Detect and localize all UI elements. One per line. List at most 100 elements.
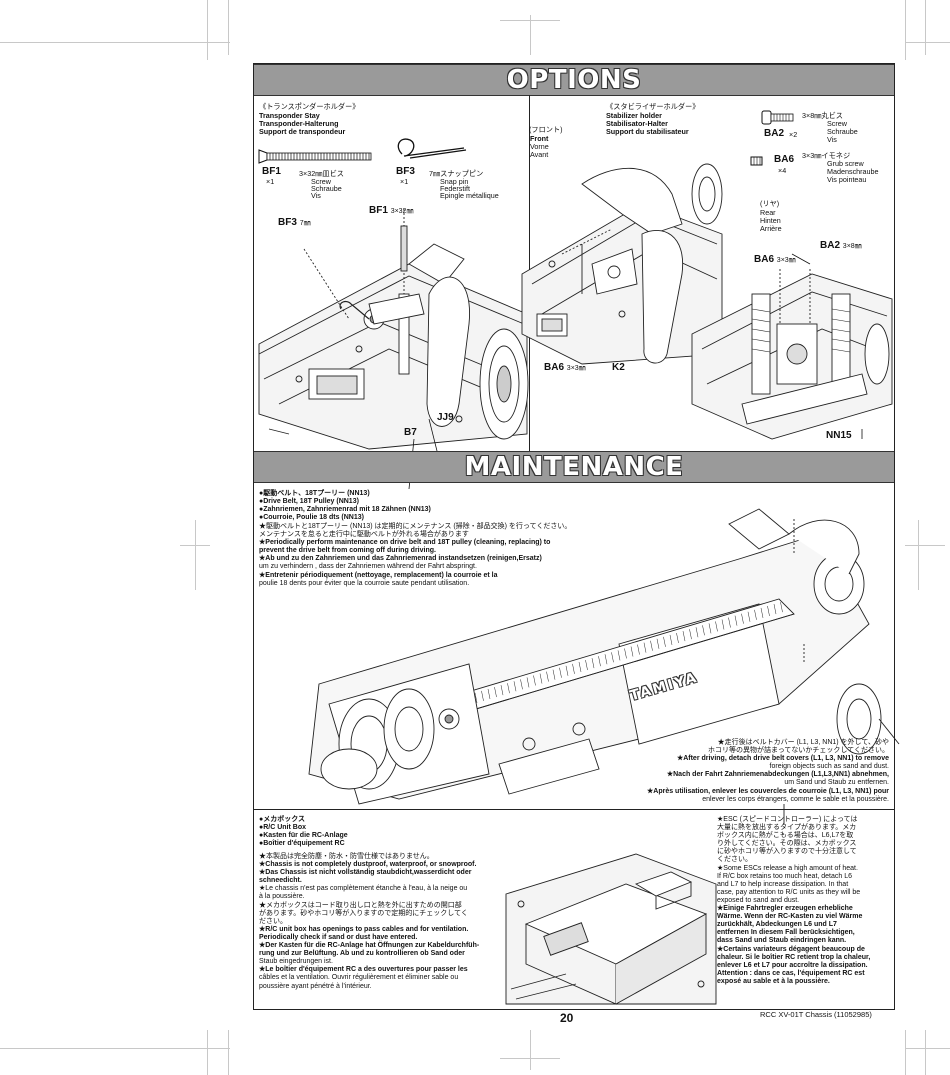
rcbox-heading: ●メカボックス ●R/C Unit Box ●Kasten für die RC… — [259, 816, 348, 848]
esc-line: enlever L6 et L7 pour accroître la dissi… — [717, 961, 868, 969]
belt-heading-jp: ●駆動ベルト、18Tプーリー (NN13) — [259, 490, 370, 497]
ba2-size: 3×8㎜丸ビス — [802, 111, 843, 120]
crop-mark — [207, 0, 208, 60]
ba2-code: BA2 — [764, 128, 785, 139]
front-label-en: Front — [530, 134, 549, 143]
esc-line: り外してください。その際は、メカボックス — [717, 840, 857, 848]
rcbox-line: ★Das Chassis ist nicht vollständig staub… — [259, 869, 472, 877]
crop-mark — [905, 1048, 950, 1049]
rcbox-line: ★メカボックスはコード取り出し口と熱を外に出すための開口部 — [259, 901, 462, 909]
belt-line: um zu verhindern , dass der Zahnriemen w… — [259, 563, 477, 571]
bf1-qty: ×1 — [266, 177, 275, 186]
esc-line: ください。 — [717, 856, 752, 864]
ba6-en: Grub screw — [827, 159, 864, 168]
bf1-en: Screw — [311, 177, 331, 186]
front-stabilizer-illustration — [521, 163, 723, 365]
rcbox-heading-de: ●Kasten für die RC-Anlage — [259, 832, 348, 840]
rear-label-de: Hinten — [760, 216, 781, 225]
belt-heading-fr: ●Courroie, Poulie 18 dts (NN13) — [259, 514, 364, 522]
rcbox-instructions: ★本製品は完全防塵・防水・防雪仕様ではありません。 ★Chassis is no… — [259, 853, 479, 991]
belt-line: ★Ab und zu den Zahnriemen und das Zahnri… — [259, 555, 542, 563]
belt-line: メンテナンスを怠ると走行中に駆動ベルトが外れる場合があります — [259, 531, 469, 539]
crop-mark — [228, 0, 229, 55]
rcbox-line: rung und zur Belüftung. Ab und zu kontro… — [259, 950, 465, 958]
crop-mark — [207, 1030, 208, 1075]
rcbox-line: câbles et la ventilation. Ouvrir réguliè… — [259, 974, 459, 982]
after-driving-note: ★走行後はベルトカバー (L1, L3, NN1) を外して、砂や ホコリ等の異… — [644, 739, 889, 804]
ba2-en: Screw — [827, 119, 847, 128]
rcbox-line: ★Chassis is not completely dustproof, wa… — [259, 861, 477, 869]
rcbox-line: ★本製品は完全防塵・防水・防雪仕様ではありません。 — [259, 853, 434, 860]
rear-stabilizer-illustration — [691, 253, 893, 440]
esc-line: 大量に熱を放出するタイプがあります。メカ — [717, 824, 857, 832]
crop-mark — [180, 545, 210, 546]
callout-nn15: NN15 — [826, 430, 852, 441]
crop-mark — [500, 1058, 560, 1059]
belt-line: poulie 18 dents pour éviter que la courr… — [259, 579, 470, 587]
callout-k2: K2 — [612, 362, 625, 373]
bf3-size: 7㎜スナップピン — [429, 169, 484, 178]
ba6-size: 3×3㎜イモネジ — [802, 151, 851, 160]
ba6-code: BA6 — [774, 154, 795, 165]
front-label-de: Vorne — [530, 142, 549, 151]
esc-line: chaleur. Si le boîtier RC retient trop l… — [717, 953, 871, 961]
crop-mark — [228, 1030, 229, 1075]
round-head-screw-icon — [761, 110, 794, 125]
belt-heading-en: ●Drive Belt, 18T Pulley (NN13) — [259, 498, 359, 506]
after-line: ★Après utilisation, enlever les couvercl… — [646, 787, 889, 795]
rcbox-line: poussière ayant pénétré à l'intérieur. — [259, 982, 372, 990]
stabilizer-title-en: Stabilizer holder — [606, 111, 662, 120]
bf3-de: Federstift — [440, 184, 470, 193]
rcbox-line: à la poussière. — [259, 893, 305, 901]
ba2-fr: Vis — [827, 135, 837, 144]
callout-b7: B7 — [404, 427, 417, 438]
bf3-fr: Epingle métallique — [440, 191, 499, 200]
esc-line: case, pay attention to R/C units as they… — [717, 888, 861, 896]
crop-mark — [0, 42, 230, 43]
crop-mark — [195, 520, 196, 590]
rc-unit-box-illustration — [505, 853, 717, 1005]
callout-bf1: BF1 3×32㎜ — [369, 205, 414, 216]
crop-mark — [905, 0, 906, 60]
belt-line: ★Entretenir périodiquement (nettoyage, r… — [259, 571, 498, 579]
callout-ba2-rear: BA2 3×8㎜ — [820, 240, 862, 251]
crop-mark — [918, 520, 919, 590]
callout-jj9: JJ9 — [437, 412, 454, 423]
transponder-title-de: Transponder-Halterung — [259, 119, 339, 128]
after-line: ホコリ等の異物が詰まってないかチェックしてください。 — [708, 747, 889, 755]
drive-belt-chassis-illustration — [308, 508, 900, 824]
stabilizer-title-de: Stabilisator-Halter — [606, 119, 668, 128]
esc-line: に砂やホコリ等が入りますので十分注意して — [717, 848, 857, 856]
document-reference: RCC XV-01T Chassis (11052985) — [760, 1010, 872, 1019]
crop-mark — [905, 545, 945, 546]
rear-label-fr: Arrière — [760, 224, 782, 233]
crop-mark — [925, 1030, 926, 1075]
rcbox-heading-fr: ●Boîtier d'équipement RC — [259, 840, 345, 848]
countersunk-screw-icon — [258, 149, 372, 164]
belt-instructions: ★駆動ベルトと18Tプーリー (NN13) は定期的にメンテナンス (掃除・部品… — [259, 523, 571, 588]
bf1-de: Schraube — [311, 184, 342, 193]
belt-heading: ●駆動ベルト、18Tプーリー (NN13) ●Drive Belt, 18T P… — [259, 490, 431, 522]
section-divider — [254, 809, 894, 810]
esc-line: Wärme. Wenn der RC-Kasten zu viel Wärme — [717, 913, 863, 921]
bf3-code: BF3 — [396, 166, 415, 177]
crop-mark — [925, 0, 926, 55]
front-label-fr: Avant — [530, 150, 549, 159]
esc-line: ★Certains variateurs dégagent beaucoup d… — [717, 945, 865, 953]
callout-bf3: BF3 7㎜ — [278, 217, 311, 228]
maintenance-banner: MAINTENANCE — [254, 451, 894, 483]
after-line: enlever les corps étrangers, comme le sa… — [702, 795, 889, 803]
bf1-size: 3×32㎜皿ビス — [299, 169, 344, 178]
rcbox-line: ★Der Kasten für die RC-Anlage hat Öffnun… — [259, 942, 480, 950]
grub-screw-icon — [750, 156, 763, 166]
esc-line: exposé au sable et à la poussière. — [717, 977, 830, 985]
rear-label-jp: (リヤ) — [760, 199, 780, 208]
ba6-qty: ×4 — [778, 166, 787, 175]
crop-mark — [500, 20, 560, 21]
esc-line: If R/C box retains too much heat, detach… — [717, 872, 853, 880]
crop-mark — [905, 1030, 906, 1075]
rcbox-line: ださい。 — [259, 917, 287, 925]
options-title: OPTIONS — [506, 65, 642, 95]
rear-label-en: Rear — [760, 208, 776, 217]
bf1-code: BF1 — [262, 166, 281, 177]
